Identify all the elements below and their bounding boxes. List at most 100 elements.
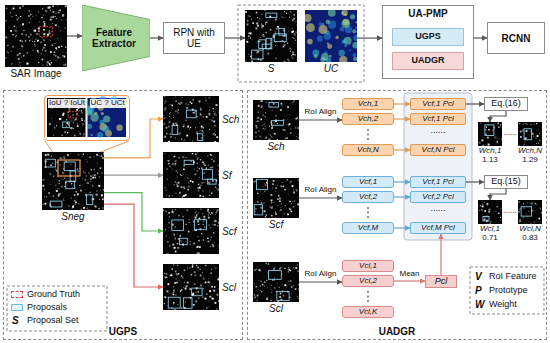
scatter-dot bbox=[298, 133, 299, 135]
scatter-dot bbox=[480, 122, 481, 123]
scatter-dot bbox=[164, 296, 165, 297]
scatter-dot bbox=[165, 101, 167, 103]
scatter-dot bbox=[271, 292, 272, 293]
scatter-dot bbox=[245, 11, 247, 13]
heat-spot bbox=[314, 54, 318, 58]
scatter-dot bbox=[247, 24, 249, 26]
scatter-dot bbox=[47, 154, 49, 156]
heat-spot bbox=[97, 132, 103, 138]
scatter-dot bbox=[170, 136, 171, 137]
scatter-dot bbox=[271, 136, 272, 137]
scatter-dot bbox=[248, 54, 250, 56]
scatter-dot bbox=[44, 44, 46, 46]
scatter-dot bbox=[198, 184, 199, 185]
scatter-dot bbox=[174, 165, 176, 167]
map-group-frame bbox=[238, 5, 364, 82]
scatter-dot bbox=[71, 121, 72, 122]
scatter-dot bbox=[174, 309, 175, 310]
scatter-dot bbox=[297, 296, 299, 298]
scatter-dot bbox=[283, 35, 284, 36]
scatter-dot bbox=[85, 115, 87, 117]
scatter-dot bbox=[51, 18, 53, 20]
scatter-dot bbox=[62, 14, 64, 16]
scatter-dot bbox=[293, 18, 295, 20]
scatter-dot bbox=[191, 274, 192, 275]
scatter-dot bbox=[58, 12, 59, 13]
scatter-dot bbox=[259, 41, 260, 42]
scatter-dot bbox=[177, 172, 179, 174]
scatter-dot bbox=[185, 288, 187, 290]
scatter-dot bbox=[205, 298, 207, 300]
scatter-dot bbox=[56, 209, 58, 210]
scatter-dot bbox=[538, 142, 540, 144]
scatter-dot bbox=[259, 18, 260, 19]
scatter-dot bbox=[538, 218, 540, 220]
scatter-dot bbox=[298, 284, 299, 286]
scatter-dot bbox=[199, 168, 200, 169]
scatter-dot bbox=[44, 23, 46, 25]
scatter-dot bbox=[183, 165, 184, 166]
scatter-dot bbox=[276, 108, 278, 110]
scatter-dot bbox=[275, 213, 277, 215]
scatter-dot bbox=[166, 178, 168, 180]
connector bbox=[394, 196, 410, 197]
scatter-dot bbox=[64, 186, 65, 187]
proposal-box bbox=[184, 160, 194, 164]
scatter-dot bbox=[268, 139, 270, 140]
scatter-dot bbox=[214, 286, 216, 288]
scatter-dot bbox=[41, 17, 43, 19]
scatter-dot bbox=[294, 200, 296, 202]
scatter-dot bbox=[168, 212, 170, 214]
connector bbox=[466, 103, 484, 104]
scatter-dot bbox=[63, 173, 64, 174]
heat-spot bbox=[329, 55, 332, 58]
scatter-dot bbox=[178, 109, 179, 110]
scatter-dot bbox=[265, 185, 266, 186]
scatter-dot bbox=[195, 127, 197, 129]
proposal-box bbox=[186, 110, 196, 118]
proposal-box bbox=[254, 205, 262, 215]
scatter-dot bbox=[209, 113, 211, 115]
scatter-dot bbox=[188, 222, 190, 224]
scatter-dot bbox=[25, 40, 26, 41]
scatter-dot bbox=[174, 238, 176, 240]
scatter-dot bbox=[215, 187, 216, 188]
scatter-dot bbox=[192, 140, 194, 142]
scatter-dot bbox=[279, 268, 280, 269]
scatter-dot bbox=[213, 111, 215, 113]
scatter-dot bbox=[292, 37, 294, 39]
scatter-dot bbox=[518, 211, 520, 213]
scatter-dot bbox=[283, 186, 285, 188]
scatter-dot bbox=[70, 119, 72, 121]
scatter-dot bbox=[482, 204, 484, 206]
scatter-dot bbox=[264, 210, 266, 212]
scatter-dot bbox=[276, 123, 278, 125]
scatter-dot bbox=[173, 264, 174, 265]
scatter-dot bbox=[261, 137, 263, 139]
scatter-dot bbox=[174, 282, 176, 284]
scatter-dot bbox=[518, 145, 520, 146]
image-caption: SAR Image bbox=[10, 68, 61, 79]
scatter-dot bbox=[164, 96, 166, 98]
scatter-dot bbox=[263, 128, 264, 129]
image-ground bbox=[163, 96, 219, 142]
scatter-dot bbox=[216, 294, 218, 296]
scatter-dot bbox=[90, 175, 92, 177]
scatter-dot bbox=[293, 100, 294, 101]
scatter-dot bbox=[49, 32, 51, 34]
scatter-dot bbox=[54, 43, 56, 45]
scatter-dot bbox=[288, 267, 289, 268]
scatter-dot bbox=[75, 187, 77, 189]
scatter-dot bbox=[99, 176, 101, 178]
scatter-dot bbox=[169, 113, 171, 115]
scatter-dot bbox=[196, 215, 197, 216]
scatter-dot bbox=[199, 195, 201, 197]
scatter-dot bbox=[279, 200, 281, 202]
scatter-dot bbox=[48, 7, 50, 9]
scatter-dot bbox=[177, 264, 178, 265]
legend-label: Prototype bbox=[489, 286, 528, 296]
scatter-dot bbox=[287, 43, 288, 44]
scatter-dot bbox=[172, 209, 174, 211]
scatter-dot bbox=[29, 40, 30, 41]
threshold-inset: IoU ? IoUtUC ? UCt bbox=[44, 95, 130, 141]
